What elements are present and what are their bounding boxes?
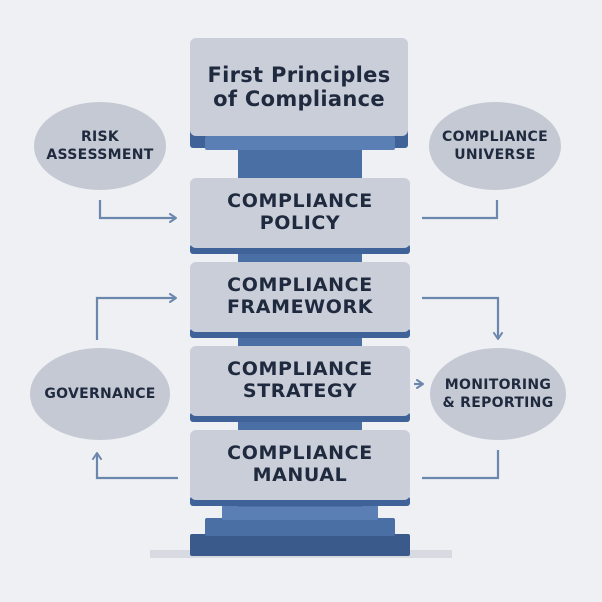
risk-line-2: ASSESSMENT xyxy=(46,147,154,163)
strategy-label: COMPLIANCE STRATEGY xyxy=(190,346,410,416)
policy-label: COMPLIANCE POLICY xyxy=(190,178,410,248)
universe-line-2: UNIVERSE xyxy=(454,147,536,163)
strategy-block xyxy=(190,346,410,416)
compliance-universe-label: COMPLIANCE UNIVERSE xyxy=(429,102,561,190)
manual-block xyxy=(190,430,410,500)
manual-to-governance-arrow xyxy=(92,452,178,480)
policy-block xyxy=(190,178,410,248)
compliance-universe-ellipse xyxy=(429,102,561,190)
pillar-base-bottom xyxy=(190,534,410,556)
framework-block xyxy=(190,262,410,332)
framework-label: COMPLIANCE FRAMEWORK xyxy=(190,262,410,332)
framework-to-monitoring-arrow xyxy=(422,296,503,340)
framework-line-1: COMPLIANCE xyxy=(227,274,373,297)
title-label: First Principles of Compliance xyxy=(190,38,408,136)
pillar-base-upper xyxy=(222,505,378,520)
title-block xyxy=(190,38,408,136)
monitoring-to-manual-line xyxy=(422,450,500,480)
manual-line-1: COMPLIANCE xyxy=(227,442,373,465)
governance-ellipse xyxy=(30,348,170,440)
manual-line-2: MANUAL xyxy=(252,464,348,486)
title-block-neck xyxy=(205,136,395,150)
universe-to-policy-line xyxy=(422,200,499,220)
monitoring-reporting-label: MONITORING & REPORTING xyxy=(430,348,566,440)
risk-line-1: RISK xyxy=(80,128,120,145)
risk-to-policy-arrow xyxy=(98,200,177,223)
title-line-2: of Compliance xyxy=(213,87,385,111)
monitoring-ellipse xyxy=(430,348,566,440)
governance-to-framework-arrow xyxy=(95,293,177,340)
strategy-line-1: COMPLIANCE xyxy=(227,358,373,381)
monitoring-line-1: MONITORING xyxy=(444,376,552,393)
monitoring-line-2: & REPORTING xyxy=(442,395,554,411)
title-line-1: First Principles xyxy=(207,62,391,87)
manual-label: COMPLIANCE MANUAL xyxy=(190,430,410,500)
pillar-base-step xyxy=(205,518,395,536)
risk-assessment-ellipse xyxy=(34,102,166,190)
strategy-line-2: STRATEGY xyxy=(242,380,358,402)
framework-line-2: FRAMEWORK xyxy=(226,296,374,318)
governance-line-1: GOVERNANCE xyxy=(44,385,156,402)
policy-line-2: POLICY xyxy=(259,212,341,234)
risk-assessment-label: RISK ASSESSMENT xyxy=(34,102,166,190)
universe-line-1: COMPLIANCE xyxy=(442,128,548,145)
governance-label: GOVERNANCE xyxy=(30,348,170,440)
policy-line-1: COMPLIANCE xyxy=(227,190,373,213)
